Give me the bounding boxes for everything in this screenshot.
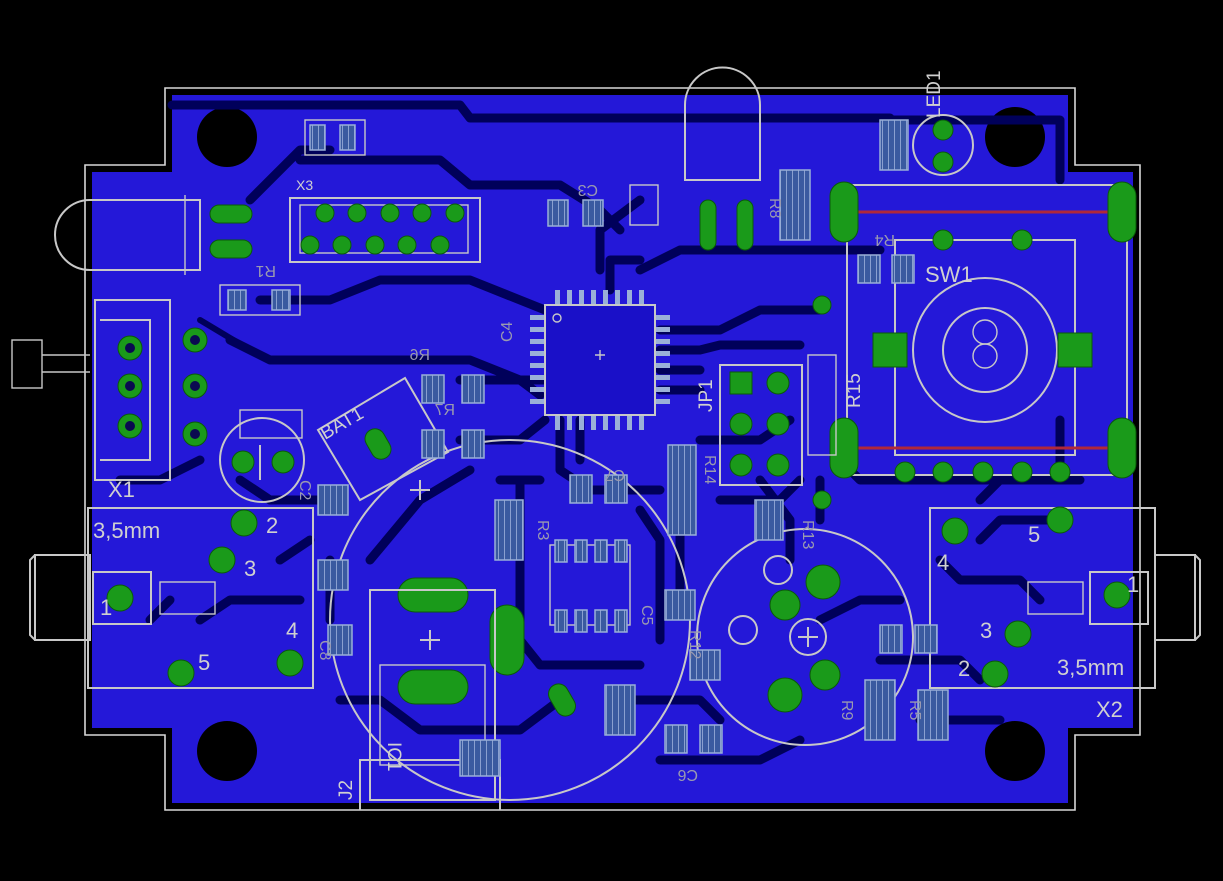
r15-resistor: R15 bbox=[807, 295, 865, 510]
left-pin-2: 2 bbox=[266, 513, 278, 538]
x1-label: X1 bbox=[108, 477, 135, 502]
r1-resistor: R1 bbox=[219, 262, 301, 316]
x3-label: X3 bbox=[296, 177, 313, 193]
right-pin-1: 1 bbox=[1127, 572, 1139, 597]
label-r5: R5 bbox=[906, 700, 923, 721]
left-pin-5: 5 bbox=[198, 650, 210, 675]
x1-stereo-jack: X1 bbox=[11, 299, 171, 502]
label-r4: R4 bbox=[874, 231, 895, 248]
x3-header: X3 bbox=[289, 177, 481, 263]
label-r13: R13 bbox=[799, 520, 816, 549]
label-r9: R9 bbox=[838, 700, 855, 721]
c1-capacitor bbox=[219, 417, 305, 503]
sw1-rotary-encoder: SW1 bbox=[829, 181, 1137, 483]
label-c3: C3 bbox=[577, 181, 598, 198]
label-r6: R6 bbox=[409, 347, 430, 364]
label-c4: C4 bbox=[499, 321, 516, 342]
label-c8: C8 bbox=[316, 640, 333, 661]
top-smd-group bbox=[304, 119, 366, 156]
jp1-label: JP1 bbox=[696, 379, 717, 412]
r15-label: R15 bbox=[844, 373, 865, 408]
r1-label: R1 bbox=[255, 262, 276, 279]
x2-label: X2 bbox=[1096, 697, 1123, 722]
smd-components bbox=[239, 119, 949, 777]
bottom-side-labels: R6 R7 C4 C3 R4 R8 C7 R3 C5 R13 C2 C6 R14… bbox=[296, 181, 923, 783]
right-pin-5: 5 bbox=[1028, 522, 1040, 547]
left-pin-1: 1 bbox=[100, 595, 112, 620]
right-audio-jack: 3,5mm X2 1 2 3 4 5 bbox=[929, 506, 1201, 722]
x2-size-label: 3,5mm bbox=[1057, 655, 1124, 680]
label-r8: R8 bbox=[766, 198, 783, 219]
x1-pads bbox=[117, 327, 208, 447]
label-c6: C6 bbox=[677, 766, 698, 783]
right-pin-3: 3 bbox=[980, 618, 992, 643]
microcontroller-qfp bbox=[530, 290, 670, 430]
board-outline bbox=[84, 87, 1141, 811]
label-c7: C7 bbox=[604, 466, 625, 483]
left-pin-3: 3 bbox=[244, 556, 256, 581]
label-c5: C5 bbox=[638, 605, 655, 626]
label-r3: R3 bbox=[534, 520, 551, 541]
bat1-battery-holder: BAT1 bbox=[316, 376, 691, 801]
right-pin-4: 4 bbox=[937, 550, 949, 575]
left-audio-jack: 3,5mm 1 2 3 4 5 bbox=[29, 507, 314, 689]
label-r7: R7 bbox=[434, 402, 455, 419]
label-r14: R14 bbox=[701, 455, 718, 484]
label-c2: C2 bbox=[296, 480, 313, 501]
led1-indicator: LED1 bbox=[912, 70, 974, 176]
jp1-jumper: JP1 bbox=[696, 364, 803, 486]
sw1-label: SW1 bbox=[925, 262, 973, 287]
x1-size-label: 3,5mm bbox=[93, 518, 160, 543]
right-pin-2: 2 bbox=[958, 656, 970, 681]
led1-label: LED1 bbox=[924, 70, 945, 118]
ic1-j2-region: IC1 J2 bbox=[336, 589, 501, 810]
label-r12: R12 bbox=[686, 630, 703, 659]
left-pin-4: 4 bbox=[286, 618, 298, 643]
led-top bbox=[684, 66, 761, 251]
ic1-label: IC1 bbox=[383, 742, 404, 772]
buzzer bbox=[696, 528, 914, 746]
j2-label: J2 bbox=[336, 780, 357, 800]
top-left-sensor bbox=[54, 195, 253, 275]
